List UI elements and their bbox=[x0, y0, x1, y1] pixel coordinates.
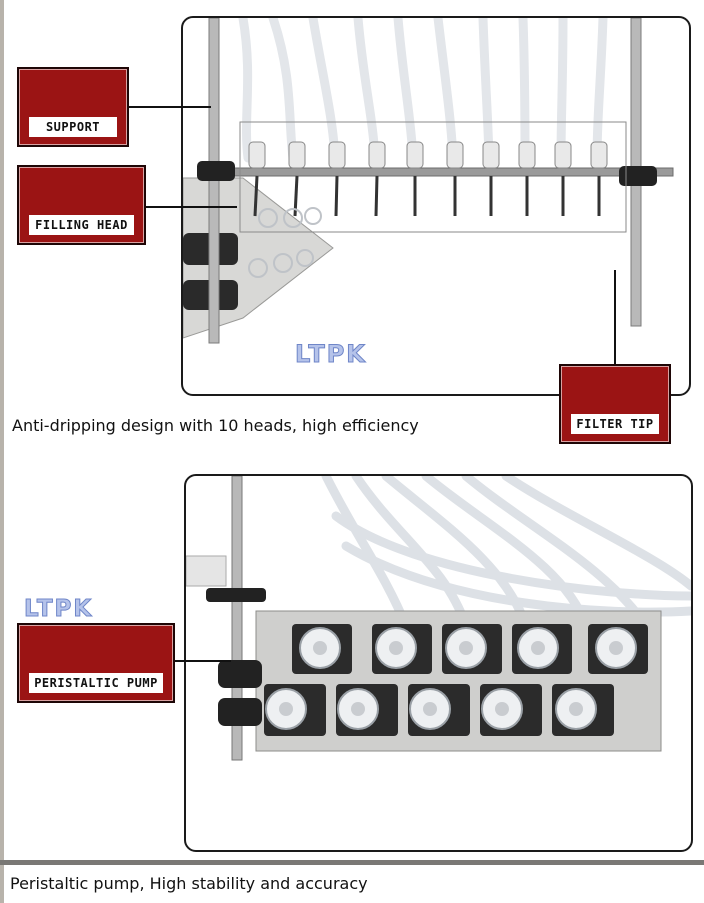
filling-head-callout: FILLING HEAD bbox=[17, 165, 146, 245]
pump-illustration bbox=[186, 476, 691, 761]
filter-tip-label: FILTER TIP bbox=[571, 414, 659, 434]
filter-tip-callout: FILTER TIP bbox=[559, 364, 671, 444]
peristaltic-pump-label: PERISTALTIC PUMP bbox=[29, 673, 163, 693]
filling-head-label: FILLING HEAD bbox=[29, 215, 134, 235]
highlight-box bbox=[239, 121, 627, 233]
top-caption: Anti-dripping design with 10 heads, high… bbox=[12, 416, 419, 435]
pump-row-top bbox=[292, 624, 648, 674]
ltpk-logo: LTPK bbox=[295, 340, 367, 369]
filling-heads-photo bbox=[181, 16, 691, 396]
ltpk-logo: LTPK bbox=[23, 596, 94, 623]
support-leader-line bbox=[125, 106, 211, 108]
clamp-icon bbox=[197, 161, 235, 181]
bottom-caption: Peristaltic pump, High stability and acc… bbox=[10, 874, 368, 893]
clamp-icon bbox=[206, 588, 266, 602]
filter-tip-leader-line bbox=[614, 270, 616, 364]
pump-leader-line bbox=[171, 660, 231, 662]
support-label: SUPPORT bbox=[29, 117, 117, 137]
section-divider bbox=[0, 860, 704, 865]
pump-row-bottom bbox=[264, 684, 614, 736]
peristaltic-pump-callout: PERISTALTIC PUMP bbox=[17, 623, 175, 703]
support-rod bbox=[231, 476, 243, 761]
knob-icon bbox=[218, 660, 262, 688]
horizontal-bar bbox=[202, 167, 674, 177]
support-callout: SUPPORT bbox=[17, 67, 129, 147]
filling-heads-illustration bbox=[183, 18, 674, 344]
filling-head-leader-line bbox=[142, 206, 237, 208]
clamp-icon bbox=[619, 166, 657, 186]
peristaltic-pump-photo bbox=[184, 474, 693, 852]
page-edge bbox=[0, 0, 4, 903]
knob-icon bbox=[218, 698, 262, 726]
